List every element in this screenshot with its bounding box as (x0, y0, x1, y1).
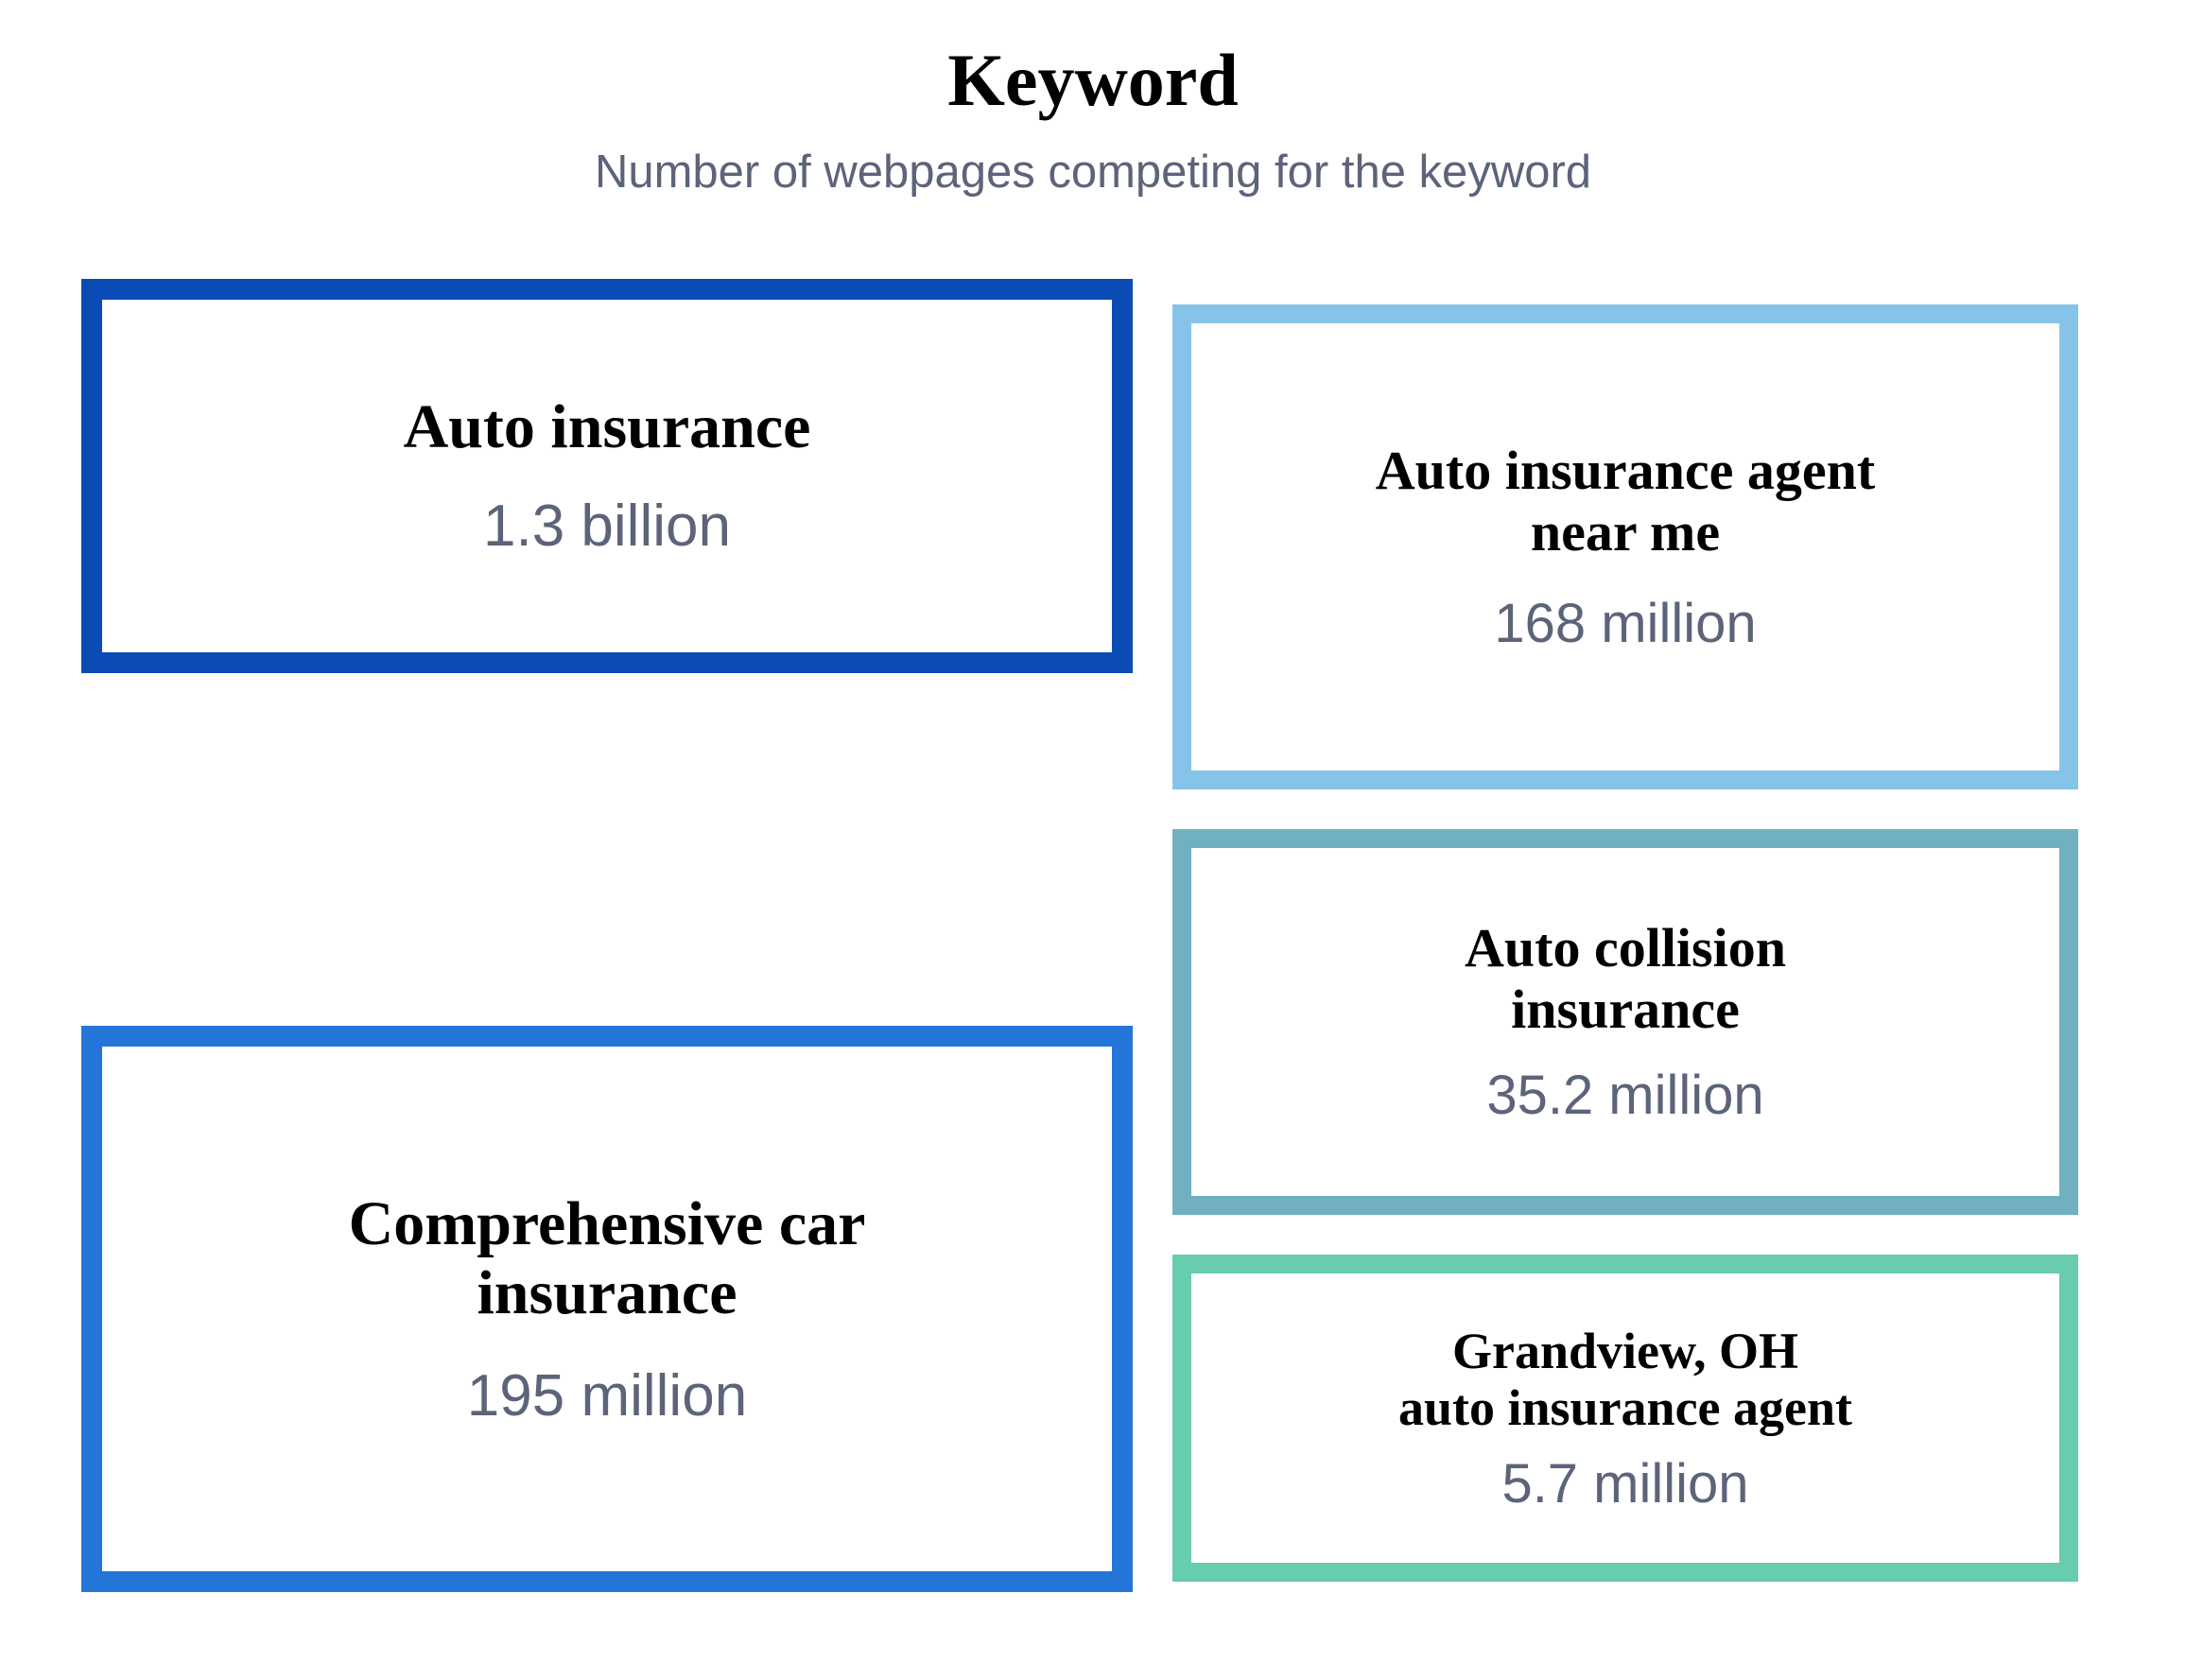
keyword-label: Grandview, OH auto insurance agent (1397, 1322, 1852, 1437)
keyword-value: 35.2 million (1486, 1065, 1764, 1127)
keyword-card-grandview-oh-auto-insurance-agent: Grandview, OH auto insurance agent 5.7 m… (1172, 1255, 2078, 1582)
keyword-value: 5.7 million (1501, 1452, 1749, 1515)
keyword-label: Comprehensive car insurance (348, 1188, 866, 1328)
keyword-label: Auto insurance agent near me (1375, 439, 1876, 563)
keyword-value: 195 million (466, 1363, 748, 1429)
keyword-card-auto-insurance-agent-near-me: Auto insurance agent near me 168 million (1172, 304, 2078, 789)
keyword-card-auto-insurance: Auto insurance 1.3 billion (81, 279, 1133, 673)
page-title: Keyword (947, 39, 1239, 121)
keyword-value: 1.3 billion (483, 494, 731, 560)
page-subtitle: Number of webpages competing for the key… (594, 147, 1592, 198)
keyword-card-comprehensive-car-insurance: Comprehensive car insurance 195 million (81, 1026, 1133, 1592)
keyword-label: Auto collision insurance (1465, 917, 1786, 1041)
chart-header: Keyword Number of webpages competing for… (0, 0, 2186, 196)
keyword-card-auto-collision-insurance: Auto collision insurance 35.2 million (1172, 829, 2078, 1215)
keyword-value: 168 million (1494, 592, 1757, 654)
keyword-label: Auto insurance (403, 392, 811, 462)
